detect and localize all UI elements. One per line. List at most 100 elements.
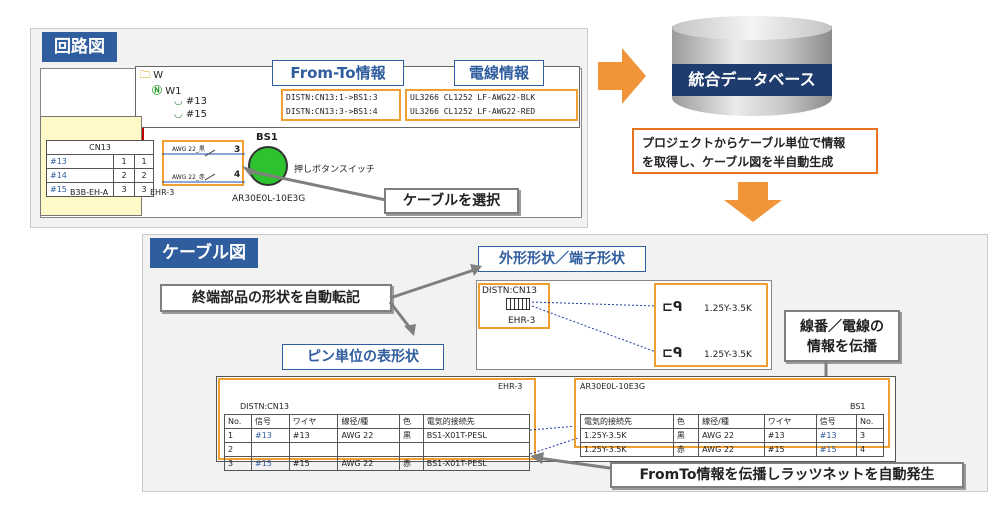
table-header: 色 — [672, 414, 700, 429]
table-cell: 赤 — [672, 442, 700, 457]
switch-part: AR30E0L-10E3G — [232, 194, 306, 204]
wires-svg — [162, 149, 245, 183]
pin-table-label: ピン単位の表形状 — [282, 344, 444, 370]
cable-tag: ケーブル図 — [150, 238, 258, 268]
fromto-box — [281, 89, 401, 121]
table-cell: 赤 — [399, 456, 424, 471]
table-cell: AWG 22 — [337, 456, 400, 471]
shape-area — [476, 280, 772, 370]
table-cell: #15 — [815, 442, 858, 457]
table-cell — [288, 442, 339, 457]
table-cell: 3 — [224, 456, 252, 471]
connector-shape-box — [478, 283, 550, 329]
table-cell: 1.25Y-3.5K — [580, 442, 674, 457]
connector-part: B3B-EH-A — [70, 188, 109, 197]
wire-icon: ◡ — [174, 109, 183, 120]
terminal-icon: ⊏ᑫ — [662, 346, 683, 361]
table-cell: 1 — [224, 428, 252, 443]
down-arrow-icon — [724, 182, 782, 222]
left-pin-table: No. 信号 ワイヤ 線径/種 色 電気的接続先 1 #13 #13 AWG 2… — [224, 414, 531, 471]
database-title: 統合データベース — [672, 64, 832, 96]
switch-pin-4: 4 — [234, 170, 241, 180]
table-cell: AWG 22 — [698, 428, 765, 443]
folder-icon: 🗀 — [140, 70, 150, 81]
table-cell: #13 — [815, 428, 858, 443]
table-cell: #15 — [251, 456, 290, 471]
wire-icon: ◡ — [174, 96, 183, 107]
table-row: 2 — [224, 442, 531, 457]
wire-tag-2: AWG 22_赤 — [172, 174, 205, 181]
database-desc-line1: プロジェクトからケーブル単位で情報 — [642, 136, 846, 150]
table-row: 3 #15 #15 AWG 22 赤 BS1-X01T-PESL — [224, 456, 531, 471]
table-cell: #13 — [251, 428, 290, 443]
table-row: 1.25Y-3.5K 赤 AWG 22 #15 #15 4 — [580, 442, 884, 457]
ratsnest-lines — [530, 425, 579, 455]
fromto-row-1: DISTN:CN13:1->BS1:3 — [286, 93, 378, 102]
housing-pin: 3 — [134, 182, 154, 197]
wire-selection-box[interactable] — [162, 140, 244, 186]
table-cell: BS1-X01T-PESL — [422, 456, 531, 471]
left-table-title: DISTN:CN13 — [240, 402, 289, 411]
connector-pin: 2 — [113, 168, 135, 183]
table-cell: 黒 — [672, 428, 700, 443]
table-cell: #13 — [763, 428, 817, 443]
shape-label: 外形形状／端子形状 — [478, 246, 646, 272]
terminal-box — [654, 283, 768, 367]
ratsnest-callout: FromTo情報を伝播しラッツネットを自動発生 — [610, 462, 964, 488]
shape-transcribe-callout: 終端部品の形状を自動転記 — [160, 284, 392, 312]
connector-ref: DISTN:CN13 — [482, 286, 538, 296]
wire-info-box — [405, 89, 578, 121]
table-cell: 黒 — [399, 428, 424, 443]
tree-item-15[interactable]: ◡ #15 — [174, 109, 208, 120]
database-desc-box — [632, 128, 878, 174]
wire-row-1: UL3266 CL1252 LF-AWG22-BLK — [410, 93, 536, 102]
database-desc-line2: を取得し、ケーブル図を半自動生成 — [642, 155, 834, 169]
table-header: 色 — [399, 414, 424, 429]
table-cell: BS1-X01T-PESL — [422, 428, 531, 443]
connector-pin: 1 — [113, 154, 135, 169]
connector-shape-icon — [506, 298, 530, 310]
tree-root[interactable]: 🗀 W — [140, 70, 164, 81]
table-cell: 4 — [856, 442, 884, 457]
tree-item-13[interactable]: ◡ #13 — [174, 96, 208, 107]
switch-name: BS1 — [256, 132, 278, 143]
tree-item-w1[interactable]: Ⓝ W1 — [152, 86, 182, 97]
wire-info-label: 電線情報 — [454, 60, 544, 86]
table-cell: #15 — [288, 456, 339, 471]
table-header: 電気的接続先 — [580, 414, 674, 429]
terminal-2-label: 1.25Y-3.5K — [704, 350, 752, 360]
connector-sig: #14 — [46, 168, 114, 183]
left-table-part: EHR-3 — [498, 382, 523, 391]
table-row: 1 #13 #13 AWG 22 黒 BS1-X01T-PESL — [224, 428, 531, 443]
table-header: ワイヤ — [288, 414, 339, 429]
terminal-lines — [531, 301, 657, 353]
table-row: 1.25Y-3.5K 黒 AWG 22 #13 #13 3 — [580, 428, 884, 443]
select-arrow — [242, 166, 387, 202]
table-cell: AWG 22 — [698, 442, 765, 457]
wire-propagate-callout: 線番／電線の 情報を伝播 — [784, 310, 900, 362]
table-cell: #15 — [763, 442, 817, 457]
ratsnest-arrow — [530, 452, 625, 472]
table-cell: #13 — [288, 428, 339, 443]
connector-sig: #13 — [46, 154, 114, 169]
table-header: 電気的接続先 — [422, 414, 531, 429]
table-header: 線径/種 — [698, 414, 765, 429]
table-cell — [422, 442, 531, 457]
terminal-1-label: 1.25Y-3.5K — [704, 304, 752, 314]
right-table-title: BS1 — [850, 402, 866, 411]
callout-line: 情報を伝播 — [807, 339, 877, 355]
circuit-tag: 回路図 — [42, 32, 117, 62]
right-arrow-icon — [598, 48, 646, 104]
right-pin-table: 電気的接続先 色 線径/種 ワイヤ 信号 No. 1.25Y-3.5K 黒 AW… — [580, 414, 884, 457]
table-header: No. — [856, 414, 884, 429]
callout-line: 線番／電線の — [800, 319, 884, 335]
fromto-label: From-To情報 — [272, 60, 404, 86]
table-cell: 3 — [856, 428, 884, 443]
table-cell — [399, 442, 424, 457]
switch-pin-3: 3 — [234, 145, 241, 155]
table-header: 線径/種 — [337, 414, 400, 429]
switch-desc: 押しボタンスイッチ — [294, 165, 375, 175]
switch-icon — [248, 146, 288, 186]
terminal-icon: ⊏ᑫ — [662, 300, 683, 315]
table-header: 信号 — [251, 414, 290, 429]
